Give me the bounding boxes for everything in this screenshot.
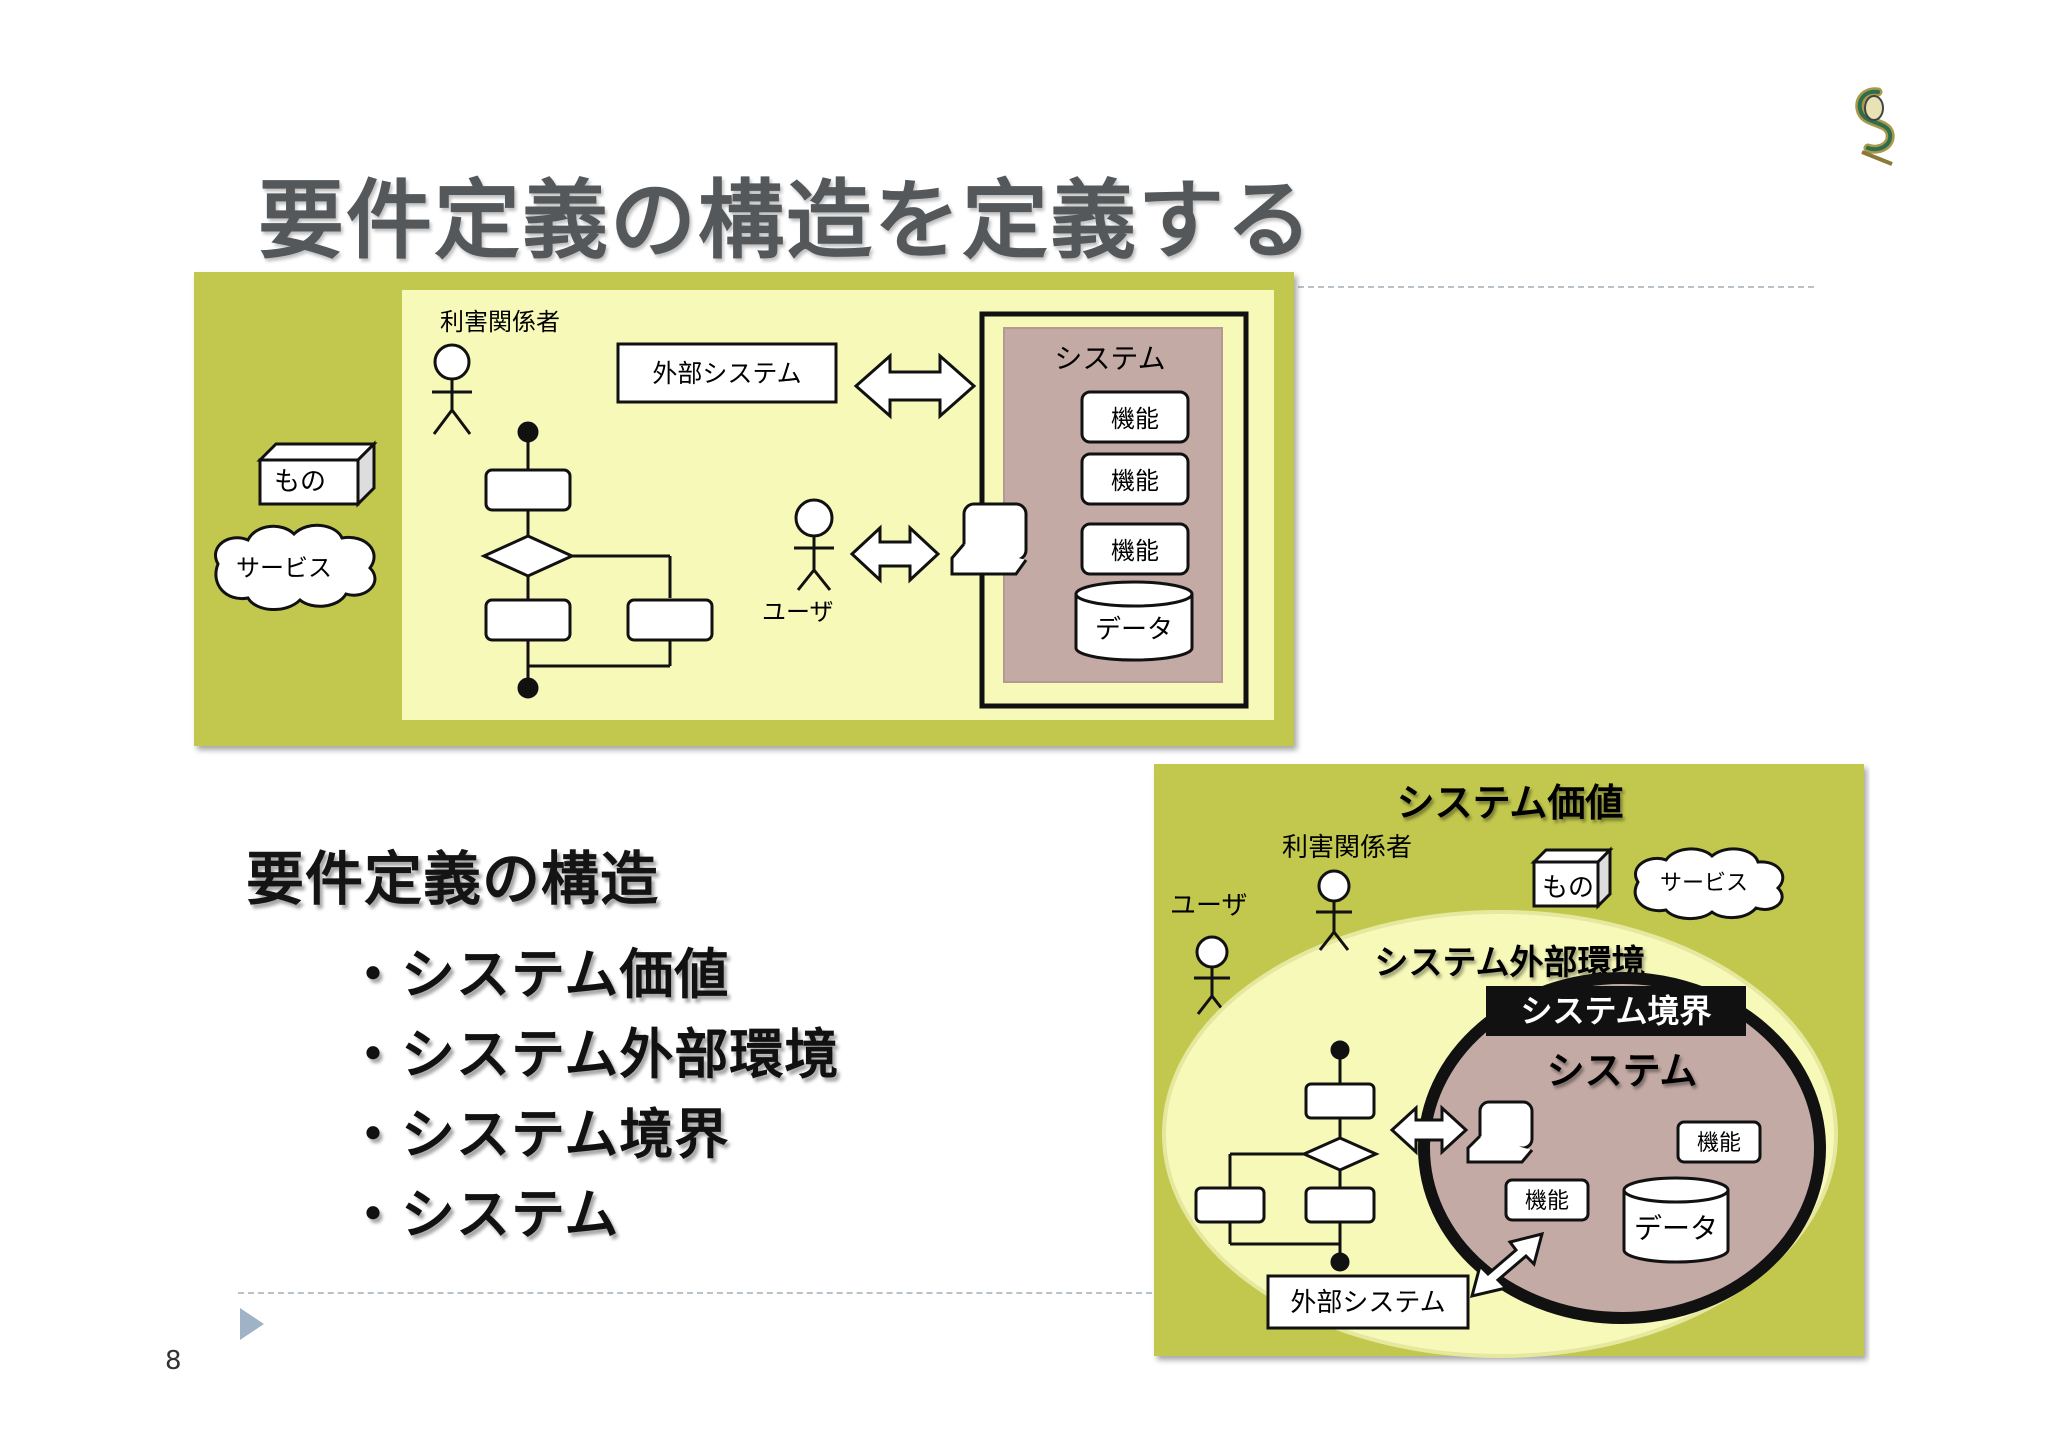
boundary-title-bar	[1486, 986, 1746, 1036]
user-label: ユーザ	[762, 598, 834, 626]
double-arrow-icon	[853, 352, 977, 420]
bullet-external-environment: ・システム外部環境	[346, 1023, 840, 1086]
database-icon	[1074, 580, 1194, 662]
data-label: データ	[1095, 615, 1173, 645]
stakeholder-actor-icon	[432, 343, 472, 435]
user-double-arrow-icon	[849, 524, 941, 584]
external-system-label-2: 外部システム	[1290, 1288, 1445, 1318]
stakeholder-actor-icon-2	[1316, 869, 1352, 951]
logo-icon	[1855, 87, 1895, 166]
function-label-3: 機能	[1111, 537, 1159, 565]
system-value-diagram: システム価値 利害関係者 ユーザ もの サービス システム外部環境 システム境界…	[1154, 764, 1864, 1358]
database-icon-2	[1622, 1176, 1730, 1264]
external-system-label: 外部システム	[652, 359, 801, 388]
flowchart	[480, 421, 714, 699]
service-cloud-icon	[214, 523, 377, 612]
requirements-structure-diagram: システム 機能 機能 機能 データ 利害関係者 外部システム	[194, 272, 1294, 746]
thing-box-icon-2	[1530, 846, 1614, 910]
value-title: システム価値	[1397, 781, 1624, 825]
service-label: サービス	[236, 554, 332, 582]
user-double-arrow-icon-2	[1389, 1104, 1469, 1156]
function-label-2: 機能	[1111, 467, 1159, 495]
thing-box-icon	[256, 440, 378, 508]
external-system-box	[616, 342, 838, 404]
user-actor-icon-2	[1194, 935, 1230, 1015]
function-box-3	[1080, 522, 1190, 576]
outline: 要件定義の構造 ・システム価値 ・システム外部環境 ・システム境界 ・システム	[246, 832, 838, 1246]
system-title-2: システム	[1547, 1049, 1698, 1093]
external-double-arrow-icon	[1469, 1231, 1545, 1299]
function-label-b1: 機能	[1697, 1131, 1741, 1156]
function-label-b2: 機能	[1525, 1189, 1569, 1214]
triangle-icon	[240, 1308, 264, 1340]
user-actor-icon	[794, 498, 834, 591]
service-cloud-icon-2	[1633, 847, 1785, 920]
bullet-system-value: ・システム価値	[346, 943, 730, 1006]
stakeholder-label-2: 利害関係者	[1282, 833, 1412, 863]
bullet-system: ・システム	[346, 1183, 620, 1246]
function-box-b1	[1676, 1120, 1762, 1164]
service-label-2: サービス	[1660, 871, 1748, 896]
slide-title: 要件定義の構造を定義する	[258, 170, 1314, 271]
outline-heading: 要件定義の構造	[246, 845, 660, 913]
bullet-system-boundary: ・システム境界	[346, 1103, 730, 1166]
title-divider	[1298, 286, 1814, 288]
function-box-b2	[1504, 1178, 1590, 1222]
data-label-2: データ	[1634, 1212, 1718, 1245]
flowchart-2	[1194, 1040, 1380, 1272]
terminal-icon	[950, 502, 1028, 576]
system-title: システム	[1054, 342, 1165, 375]
function-label-1: 機能	[1111, 405, 1159, 433]
user-label-2: ユーザ	[1170, 891, 1247, 921]
boundary-title: システム境界	[1520, 992, 1711, 1030]
footer-divider	[238, 1292, 1152, 1294]
function-box-1	[1080, 390, 1190, 444]
external-system-box-2	[1266, 1274, 1470, 1330]
thing-label: もの	[274, 467, 326, 497]
terminal-icon-2	[1466, 1100, 1534, 1164]
function-box-2	[1080, 452, 1190, 506]
thing-label-2: もの	[1542, 873, 1594, 903]
stakeholder-label: 利害関係者	[440, 308, 560, 336]
page-number: 8	[165, 1346, 182, 1376]
